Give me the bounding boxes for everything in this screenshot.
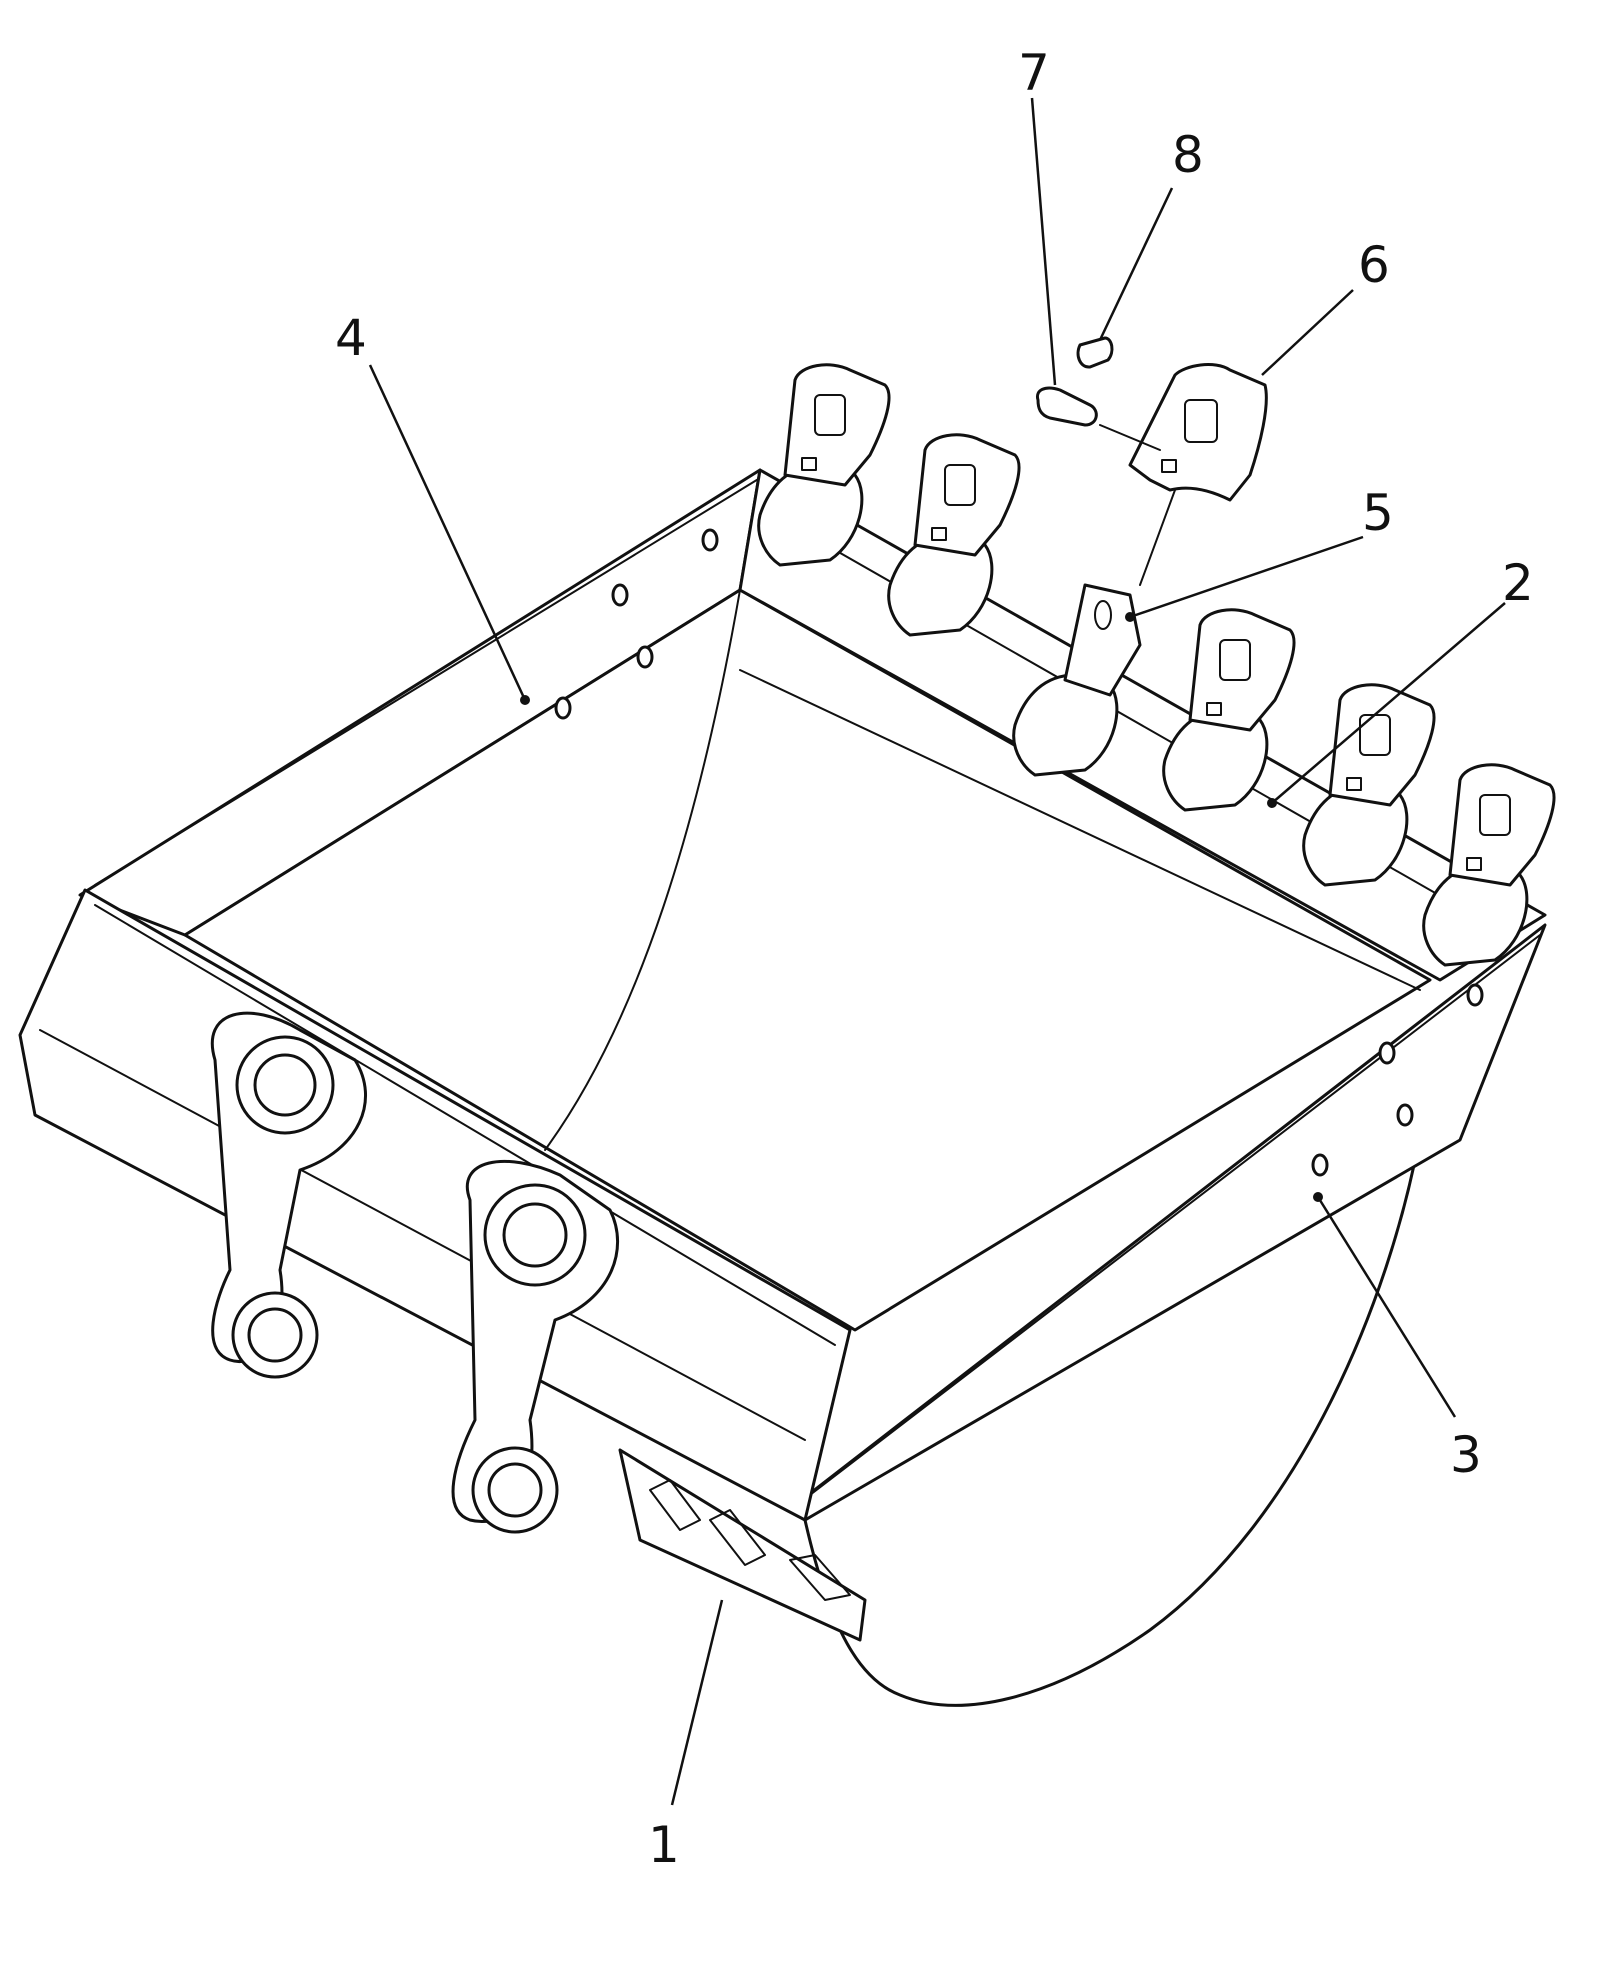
callout-labels: 1 2 3 4 5 6 7 8 <box>335 44 1534 1874</box>
callout-6: 6 <box>1358 236 1390 294</box>
teeth-row <box>757 363 1556 967</box>
back-beam-line-2 <box>94 904 836 1346</box>
side-hole <box>1378 1041 1396 1065</box>
side-hole <box>636 645 654 669</box>
lock-8 <box>1076 336 1114 369</box>
bucket-shell <box>803 1133 1422 1707</box>
guide-line-pin <box>1099 424 1161 451</box>
callout-3: 3 <box>1450 1426 1482 1484</box>
side-hole <box>611 583 629 607</box>
side-hole <box>554 696 572 720</box>
wear-strip-1 <box>649 1479 701 1531</box>
inner-floor-line <box>739 669 1421 991</box>
wear-strip-3 <box>789 1554 851 1601</box>
leader-3 <box>1316 1196 1457 1418</box>
side-plate-right-top <box>809 934 1541 1496</box>
leader-8 <box>1098 187 1174 341</box>
callout-1: 1 <box>648 1816 680 1874</box>
side-hole <box>1311 1153 1329 1177</box>
exploded-parts <box>1035 336 1268 586</box>
pin-boss-right-lower-inner <box>487 1462 543 1518</box>
callout-5: 5 <box>1362 484 1394 542</box>
leader-7 <box>1030 97 1057 386</box>
pin-boss-left-lower-inner <box>247 1307 303 1363</box>
inner-curve <box>544 589 741 1151</box>
leader-1 <box>670 1599 724 1806</box>
tooth-1 <box>757 363 891 567</box>
leader-5 <box>1129 535 1364 619</box>
callout-4: 4 <box>335 309 367 367</box>
leader-4 <box>368 364 527 701</box>
callout-8: 8 <box>1172 126 1204 184</box>
adapter-5 <box>1012 583 1142 777</box>
pin-boss-right-upper-inner <box>502 1202 568 1268</box>
leader-6 <box>1261 289 1354 376</box>
side-hole <box>1396 1103 1414 1127</box>
side-hole <box>701 528 719 552</box>
mounting-brackets <box>210 1011 620 1534</box>
tooth-2 <box>887 433 1021 637</box>
tooth-3 <box>1162 608 1296 812</box>
callout-2: 2 <box>1502 554 1534 612</box>
side-holes <box>554 528 1484 1177</box>
side-hole <box>1466 983 1484 1007</box>
back-beam-line-1 <box>39 1029 806 1441</box>
wear-strip-2 <box>709 1509 766 1566</box>
pin-7 <box>1035 386 1098 427</box>
wear-strips <box>618 1448 867 1642</box>
leader-2 <box>1271 602 1506 804</box>
leader-lines <box>368 97 1506 1806</box>
tooth-4 <box>1302 683 1436 887</box>
callout-7: 7 <box>1018 44 1050 102</box>
tooth-point-6 <box>1128 363 1268 502</box>
guide-line-tooth <box>1139 489 1176 586</box>
pin-boss-left-upper-inner <box>253 1053 317 1117</box>
side-plate-left-top <box>94 477 761 886</box>
tooth-5 <box>1422 763 1556 967</box>
